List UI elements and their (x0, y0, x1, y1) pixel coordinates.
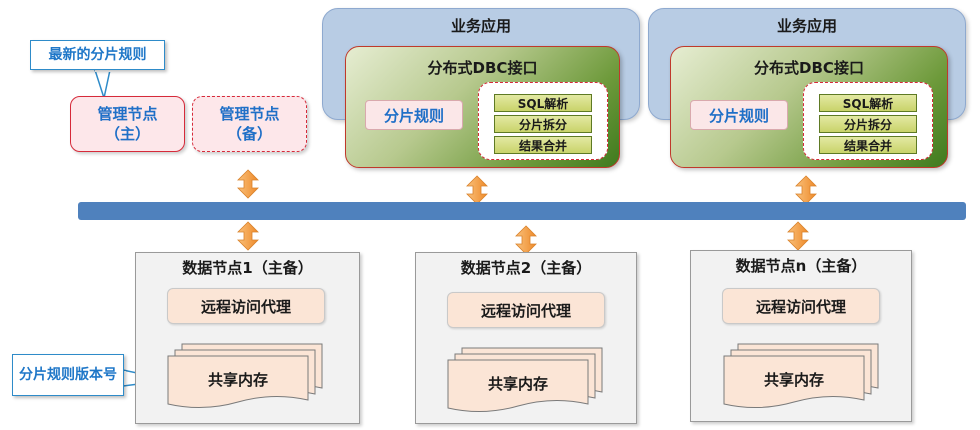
data-node-title: 数据节点1（主备） (182, 258, 313, 277)
function-result-merge: 结果合并 (819, 136, 917, 154)
shared-memory-label: 共享内存 (487, 374, 548, 393)
management-node-label: 管理节点 (97, 105, 158, 123)
shared-memory-stack-icon (167, 343, 323, 409)
remote-access-proxy: 远程访问代理 (447, 292, 605, 328)
callout-latest-rules-text: 最新的分片规则 (48, 47, 147, 63)
callout-latest-rules: 最新的分片规则 (30, 40, 165, 70)
double-arrow-icon (237, 221, 259, 251)
management-node-label: 管理节点 (219, 105, 280, 123)
shared-memory-label: 共享内存 (763, 370, 824, 389)
shared-memory-stack-icon (723, 343, 879, 409)
management-node-standby: 管理节点 （备） (192, 96, 307, 152)
management-node-primary: 管理节点 （主） (70, 96, 185, 152)
communication-bus (78, 202, 966, 220)
function-sql-parse: SQL解析 (819, 94, 917, 112)
callout-rule-version: 分片规则版本号 (12, 354, 124, 396)
function-shard-split: 分片拆分 (494, 115, 592, 133)
data-node-title: 数据节点2（主备） (460, 258, 592, 277)
dbc-interface-title: 分布式DBC接口 (427, 58, 538, 77)
callout-rule-version-text: 分片规则版本号 (19, 367, 117, 383)
dbc-interface-title: 分布式DBC接口 (754, 58, 864, 77)
data-node-title: 数据节点n（主备） (735, 256, 867, 275)
shared-memory-stack-icon (447, 347, 603, 413)
management-node-role: （备） (226, 125, 272, 143)
business-app-title: 业务应用 (776, 16, 837, 35)
double-arrow-icon (237, 169, 259, 199)
sharding-rule-box: 分片规则 (690, 100, 788, 130)
shared-memory-label: 共享内存 (207, 370, 268, 389)
function-shard-split: 分片拆分 (819, 115, 917, 133)
management-node-role: （主） (104, 125, 150, 143)
remote-access-proxy: 远程访问代理 (167, 288, 325, 324)
remote-access-proxy: 远程访问代理 (722, 288, 880, 324)
function-sql-parse: SQL解析 (494, 94, 592, 112)
sharding-rule-box: 分片规则 (365, 100, 463, 130)
business-app-title: 业务应用 (450, 16, 511, 35)
function-result-merge: 结果合并 (494, 136, 592, 154)
